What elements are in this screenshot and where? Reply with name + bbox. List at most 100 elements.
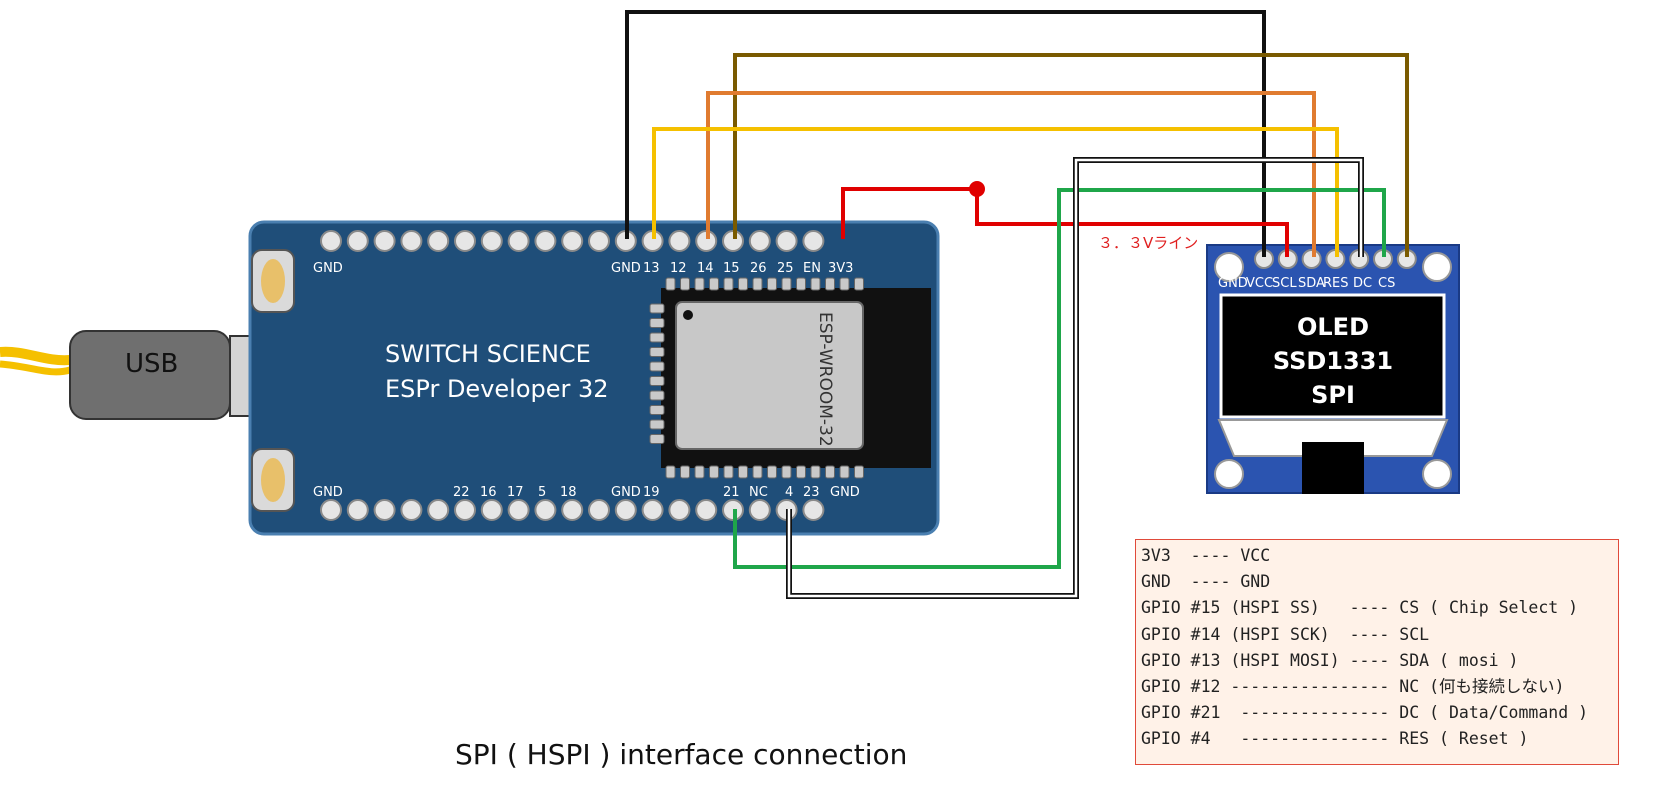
module-pad [709,465,719,479]
pin-label-bottom-19: 19 [643,485,660,500]
oled-screen-line3: SPI [1311,381,1355,409]
legend-line: GPIO #15 (HSPI SS) ---- CS ( Chip Select… [1141,598,1579,618]
pin-label-bottom-gnd: GND [611,485,641,500]
pin-label-bottom-4: 4 [785,485,793,500]
oled-pin-row [1254,249,1417,269]
esp-header-pin [748,230,771,252]
legend-line: GPIO #4 --------------- RES ( Reset ) [1141,729,1529,749]
module-pad [649,376,665,386]
oled-pin-label-res: RES [1323,276,1349,291]
pin-label-top-15: 15 [723,261,740,276]
module-pad [694,277,705,291]
esp-header-pin [400,230,423,252]
esp-header-pin [373,499,396,521]
pin-label-bottom-18: 18 [560,485,577,500]
pin-label-bottom-21: 21 [723,485,740,500]
module-pad [825,277,835,291]
module-shield [675,301,864,450]
pin-label-bottom-17: 17 [507,485,524,500]
oled-mount-hole-br [1422,459,1452,489]
esp-header-pin [534,499,557,521]
esp-header-pin [588,499,610,521]
esp-header-pin [480,499,503,521]
oled-mount-hole-tr [1422,252,1452,282]
pin-label-top-26: 26 [750,261,767,276]
mount-hole-bottom-inner [261,458,285,502]
esp-header-pin [320,230,342,252]
esp-header-pin [748,499,771,521]
oled-pin-label-dc: DC [1353,276,1372,291]
module-pad [781,465,792,479]
module-pad [810,277,821,291]
esp-header-pin [480,230,503,252]
pin-label-bottom-nc: NC [749,485,768,500]
module-pad [649,434,665,444]
wire-sda-yellow [652,127,1339,257]
esp-header-pin [802,230,825,252]
legend-line: GPIO #14 (HSPI SCK) ---- SCL [1141,624,1430,644]
legend-line: 3V3 ---- VCC [1141,546,1271,565]
oled-pin-label-sda: SDA [1298,276,1325,291]
esp-header-pin [614,499,637,521]
esp-header-pin [802,499,825,521]
module-pad [752,277,763,291]
esp-header-pin [695,499,718,521]
oled-ribbon-frame [1217,419,1449,457]
esp-header-pin [507,230,530,252]
wire-gnd-black [625,10,1266,257]
module-pad [694,465,705,479]
oled-mount-hole-bl [1214,459,1244,489]
wire-scl-orange [706,91,1316,257]
usb-cable-2 [0,360,72,376]
pin-label-top-3v3: 3V3 [828,261,853,276]
esp-header-pin [346,499,369,521]
board-name-line1: SWITCH SCIENCE [385,340,591,368]
wire-res-inner [787,158,1363,598]
module-pad [767,465,777,479]
pin-label-bottom-gnd-right: GND [830,485,860,500]
mount-hole-top-inner [261,259,285,303]
oled-screen [1219,293,1446,419]
oled-screen-line1: OLED [1297,313,1369,341]
esp-header-pin [588,230,610,252]
wire-dc-green [733,188,1386,569]
wire-3v3-junction [969,181,985,197]
esp-header-pin [454,499,476,521]
pin-label-top-14: 14 [697,261,714,276]
esp-header-pin [373,230,396,252]
module-pad [649,303,665,314]
connection-legend: 3V3 ---- VCC GND ---- GND GPIO #15 (HSPI… [1135,539,1619,765]
pin-label-bottom-gnd-left: GND [313,485,343,500]
esp-wroom-module: ESP-WROOM-32 [649,277,931,479]
oled-header-pin [1301,249,1322,269]
oled-pin-label-cs: CS [1378,276,1395,291]
esp-header-pin [561,499,584,521]
module-pad [767,277,777,291]
module-pad [854,465,864,479]
diagram-caption: SPI ( HSPI ) interface connection [455,738,908,771]
module-pad [723,465,734,479]
esp-header-pin [427,230,450,252]
module-pad [738,277,748,291]
oled-mount-hole-tl [1214,252,1244,282]
module-pad [680,465,690,479]
oled-ribbon [1302,442,1364,494]
pin-label-top-13: 13 [643,261,660,276]
esp-header-pin [507,499,530,521]
module-pad [723,277,734,291]
legend-line: GND ---- GND [1141,572,1271,592]
annotation-3v3-line: ３．３Vライン [1098,234,1199,252]
esp-header-pin [641,499,664,521]
module-pad [665,465,676,479]
pin-label-bottom-23: 23 [803,485,820,500]
module-pad [649,419,665,430]
module-label: ESP-WROOM-32 [815,312,835,447]
esp-header-pin [668,499,691,521]
esp-header-pin [346,230,369,252]
esp-header-pin [427,499,450,521]
wire-cs-brown [733,53,1409,257]
module-pad [649,318,665,328]
esp-header-pin [454,230,476,252]
module-pad [810,465,821,479]
